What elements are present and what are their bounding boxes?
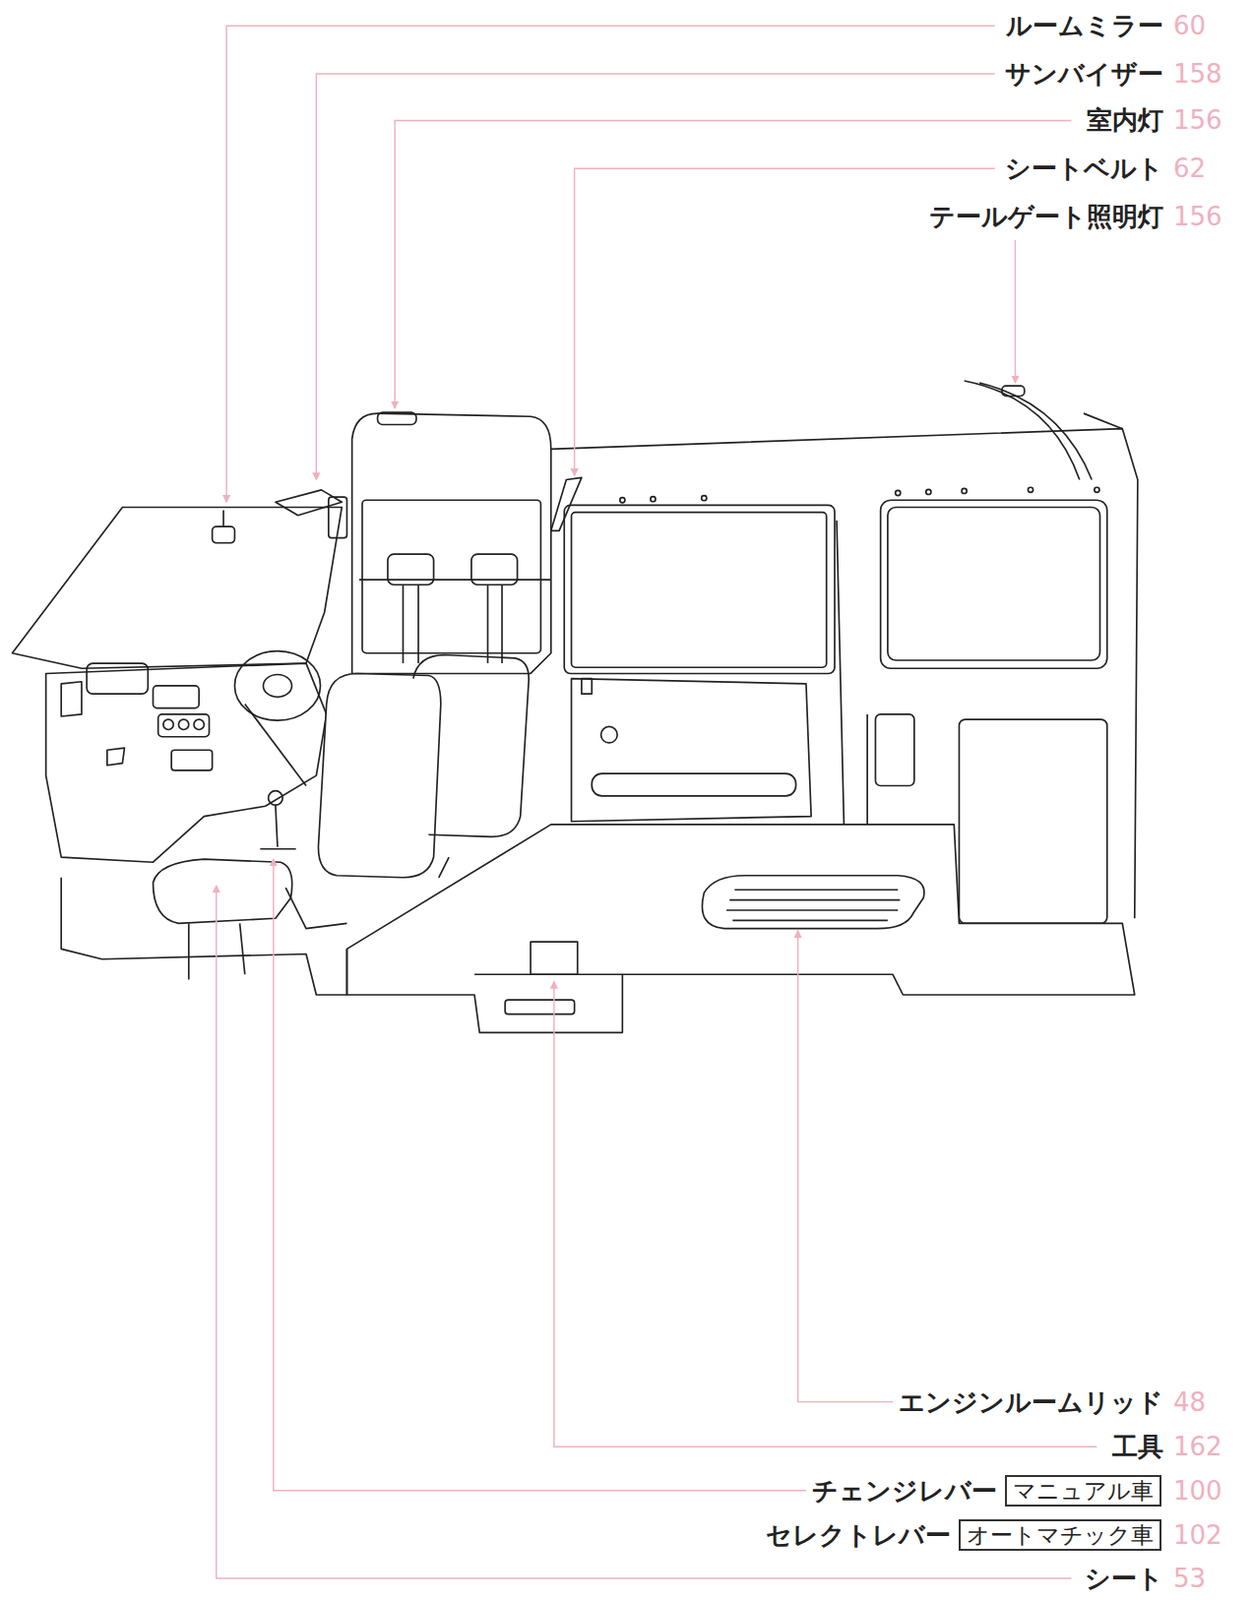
part-name: チェンジレバー — [812, 1476, 998, 1506]
page-number: 162 — [1173, 1432, 1223, 1462]
part-name: シート — [1084, 1564, 1164, 1594]
page-number: 62 — [1173, 153, 1206, 184]
tag-text: オートマチック車 — [966, 1522, 1154, 1549]
part-name: サンバイザー — [1004, 59, 1164, 89]
page-number: 156 — [1173, 105, 1223, 135]
part-name: シートベルト — [1004, 153, 1164, 184]
page-number: 102 — [1173, 1520, 1223, 1551]
page-number: 156 — [1173, 201, 1223, 232]
part-name: エンジンルームリッド — [898, 1387, 1164, 1418]
tag-text: マニュアル車 — [1012, 1478, 1154, 1504]
page-number: 48 — [1173, 1387, 1206, 1418]
vehicle-type-tag: マニュアル車 — [1004, 1475, 1162, 1507]
page-number: 158 — [1173, 59, 1223, 89]
part-name: 室内灯 — [1086, 105, 1164, 135]
vehicle-type-tag: オートマチック車 — [958, 1519, 1162, 1552]
part-name: テールゲート照明灯 — [929, 201, 1164, 232]
part-name: ルームミラー — [1005, 10, 1164, 41]
part-name: セレクトレバー — [765, 1520, 951, 1551]
part-name: 工具 — [1112, 1432, 1164, 1462]
page-number: 53 — [1173, 1564, 1206, 1594]
page-number: 60 — [1173, 10, 1206, 41]
page-number: 100 — [1173, 1476, 1223, 1506]
